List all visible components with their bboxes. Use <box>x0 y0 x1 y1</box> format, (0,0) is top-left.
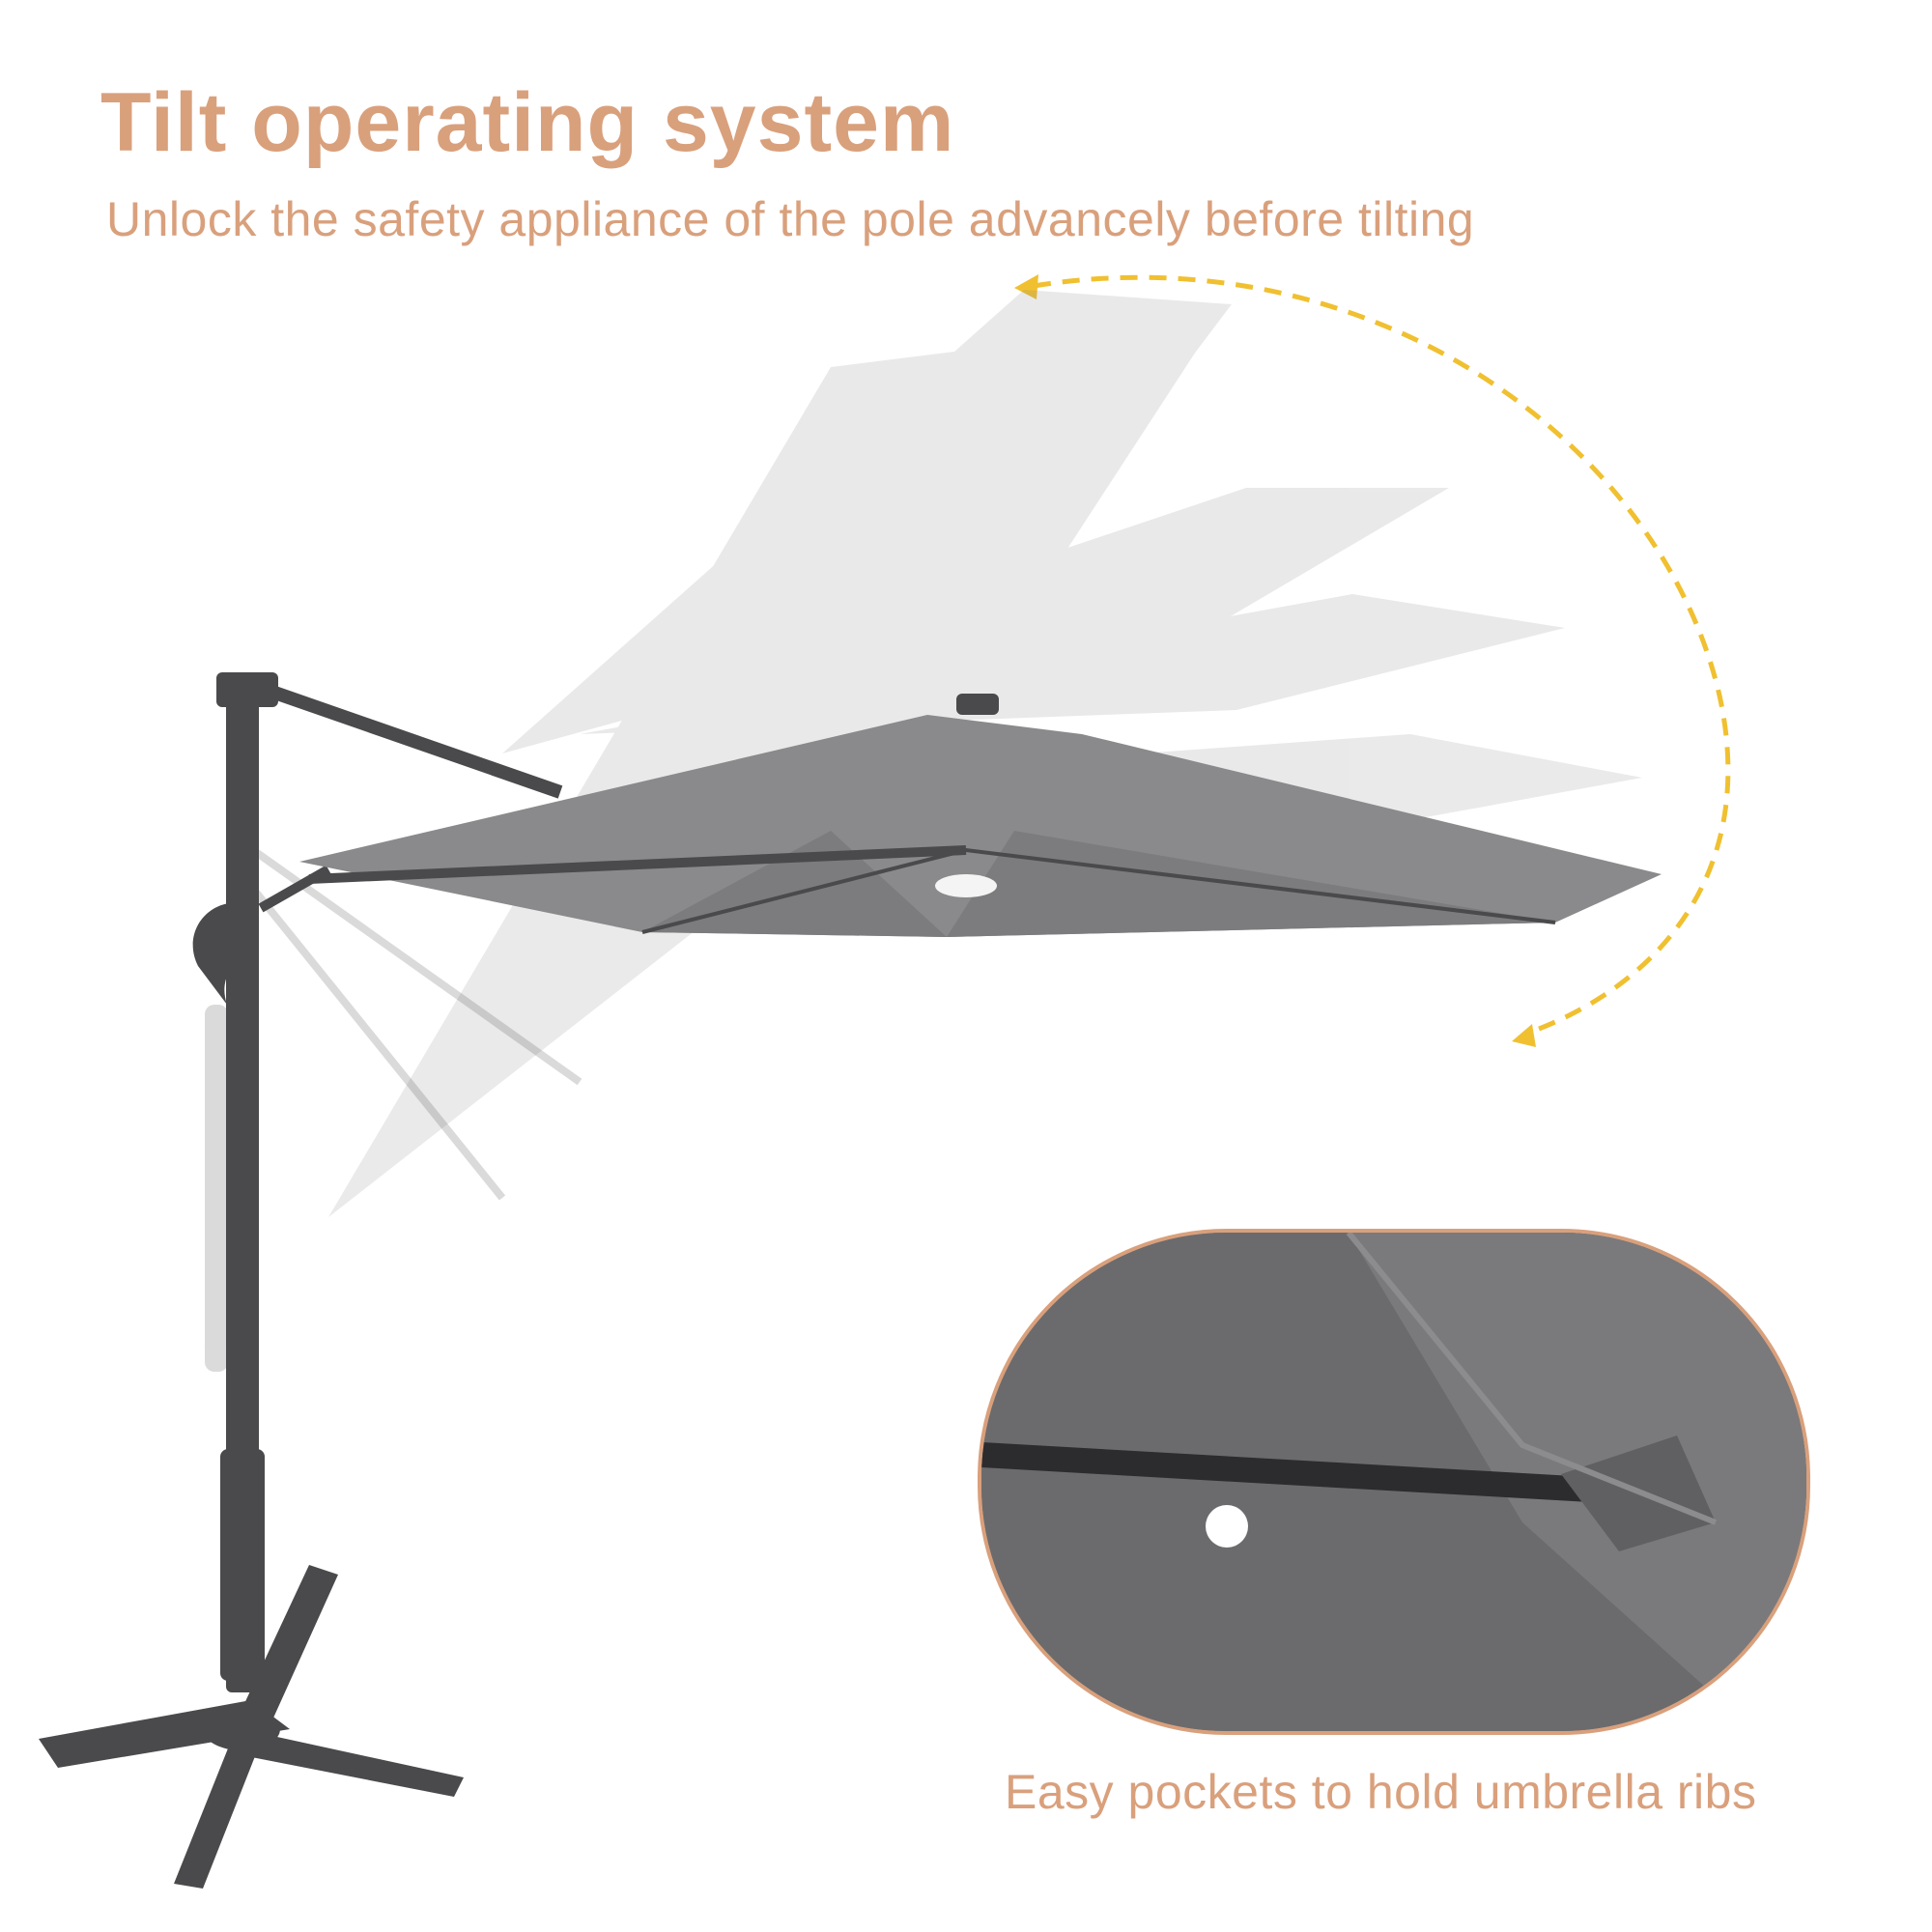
led-light-icon <box>935 874 997 897</box>
detail-caption: Easy pockets to hold umbrella ribs <box>1005 1765 1757 1819</box>
led-light-icon <box>1206 1505 1248 1548</box>
umbrella-canopy <box>299 694 1662 937</box>
page-subtitle: Unlock the safety appliance of the pole … <box>106 192 1475 246</box>
curved-dashed-arrow-icon <box>1014 274 1731 1047</box>
cross-base <box>39 1565 464 1889</box>
cantilever-arm <box>258 681 563 799</box>
detail-zoom-panel <box>978 1229 1810 1735</box>
rib-pocket-detail <box>981 1233 1806 1731</box>
page-title: Tilt operating system <box>100 76 955 169</box>
faded-pole-positions <box>205 846 582 1372</box>
umbrella-pole <box>192 672 278 1692</box>
